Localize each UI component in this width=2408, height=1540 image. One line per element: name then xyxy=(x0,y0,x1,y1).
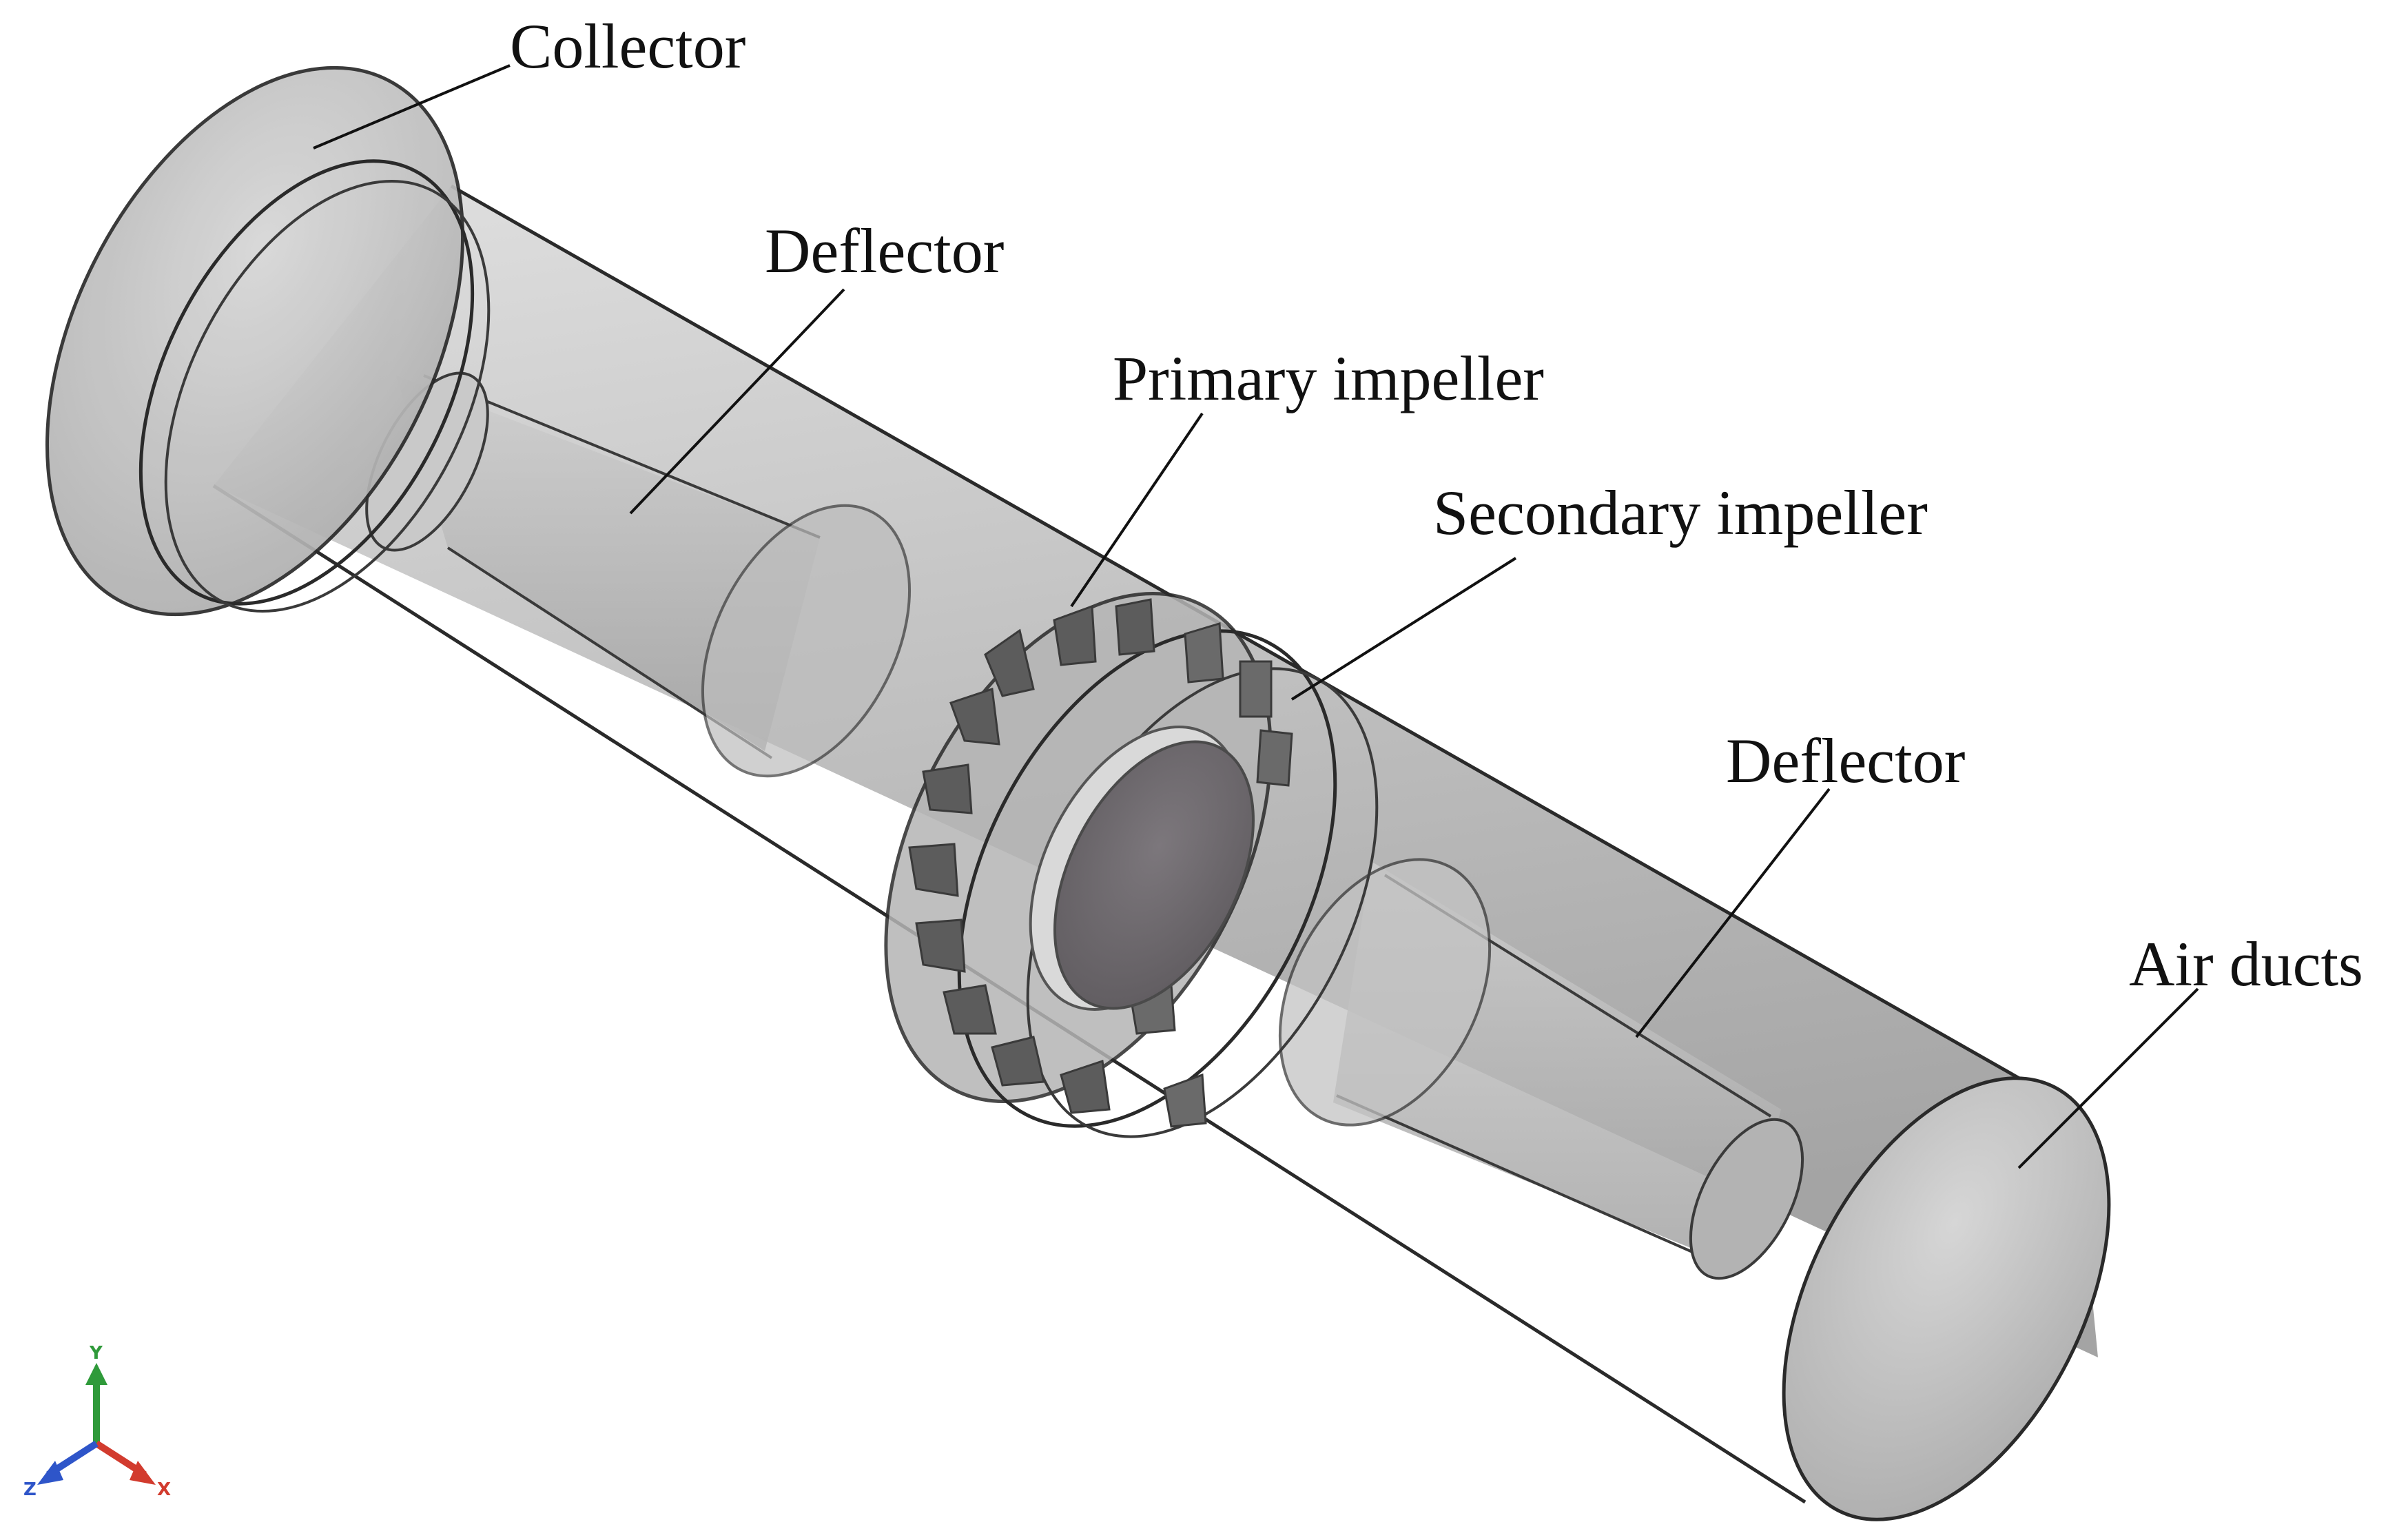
collector xyxy=(45,65,491,617)
leader-primary-impeller xyxy=(1070,412,1204,608)
secondary-impeller-blades xyxy=(1129,622,1293,1128)
label-secondary-impeller: Secondary impeller xyxy=(1433,478,1928,548)
leader-deflector-outlet xyxy=(1635,788,1831,1038)
label-deflector-outlet: Deflector xyxy=(1726,726,1965,796)
triad-y-label: Y xyxy=(89,1343,103,1364)
leader-secondary-impeller xyxy=(1290,557,1517,701)
label-primary-impeller: Primary impeller xyxy=(1113,343,1544,413)
leader-deflector-inlet xyxy=(629,288,845,515)
label-deflector-inlet: Deflector xyxy=(765,216,1004,286)
leader-air-ducts xyxy=(2017,987,2199,1169)
leader-collector xyxy=(313,64,511,150)
primary-impeller-blades xyxy=(908,598,1155,1114)
impeller-hub xyxy=(1029,726,1255,1011)
triad-x-label: X xyxy=(157,1479,171,1500)
triad-z-label: Z xyxy=(23,1479,37,1500)
outlet-deflector xyxy=(1278,858,1804,1280)
leader-lines xyxy=(313,64,2199,1169)
label-collector: Collector xyxy=(510,11,745,81)
duct-outlet-end xyxy=(1782,1076,2111,1521)
label-air-ducts: Air ducts xyxy=(2129,929,2363,999)
coordinate-triad-icon: Y X Z xyxy=(23,1343,171,1500)
